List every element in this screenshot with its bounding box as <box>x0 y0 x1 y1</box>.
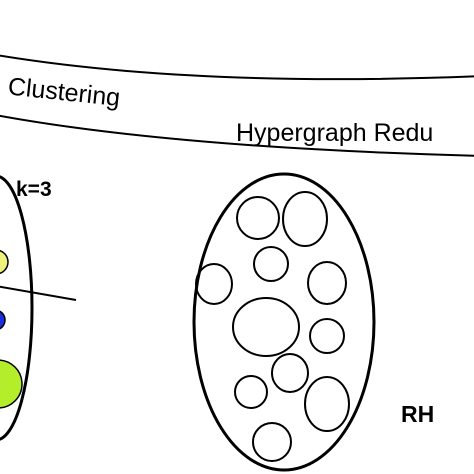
green-node <box>0 359 23 409</box>
hypernode <box>282 191 328 247</box>
k-label: k=3 <box>16 178 52 201</box>
reduced-hypergraph-ellipse <box>192 172 376 472</box>
hypernode <box>232 297 300 357</box>
hypernode <box>307 261 347 305</box>
hypernode <box>253 246 289 282</box>
banner-right-label: Hypergraph Redu <box>236 119 433 147</box>
hypernode <box>195 263 233 305</box>
right-panel: RH <box>192 172 434 472</box>
rh-label: RH <box>401 401 434 427</box>
banner-bottom-curve <box>0 114 474 157</box>
banner-top-curve <box>0 54 474 81</box>
hypernode <box>234 375 268 409</box>
left-cluster-ellipse <box>0 175 34 441</box>
hypernode <box>236 196 280 240</box>
hypernode <box>252 422 292 462</box>
cut-line <box>0 285 77 301</box>
banner: Clustering Hypergraph Redu <box>0 54 474 157</box>
yellow-node <box>0 249 9 275</box>
banner-left-label: Clustering <box>7 72 122 112</box>
left-panel: k=3 <box>0 175 77 441</box>
hypernode <box>309 318 345 354</box>
hypernode <box>271 353 309 393</box>
hypernode <box>304 376 350 432</box>
blue-node <box>0 310 6 330</box>
